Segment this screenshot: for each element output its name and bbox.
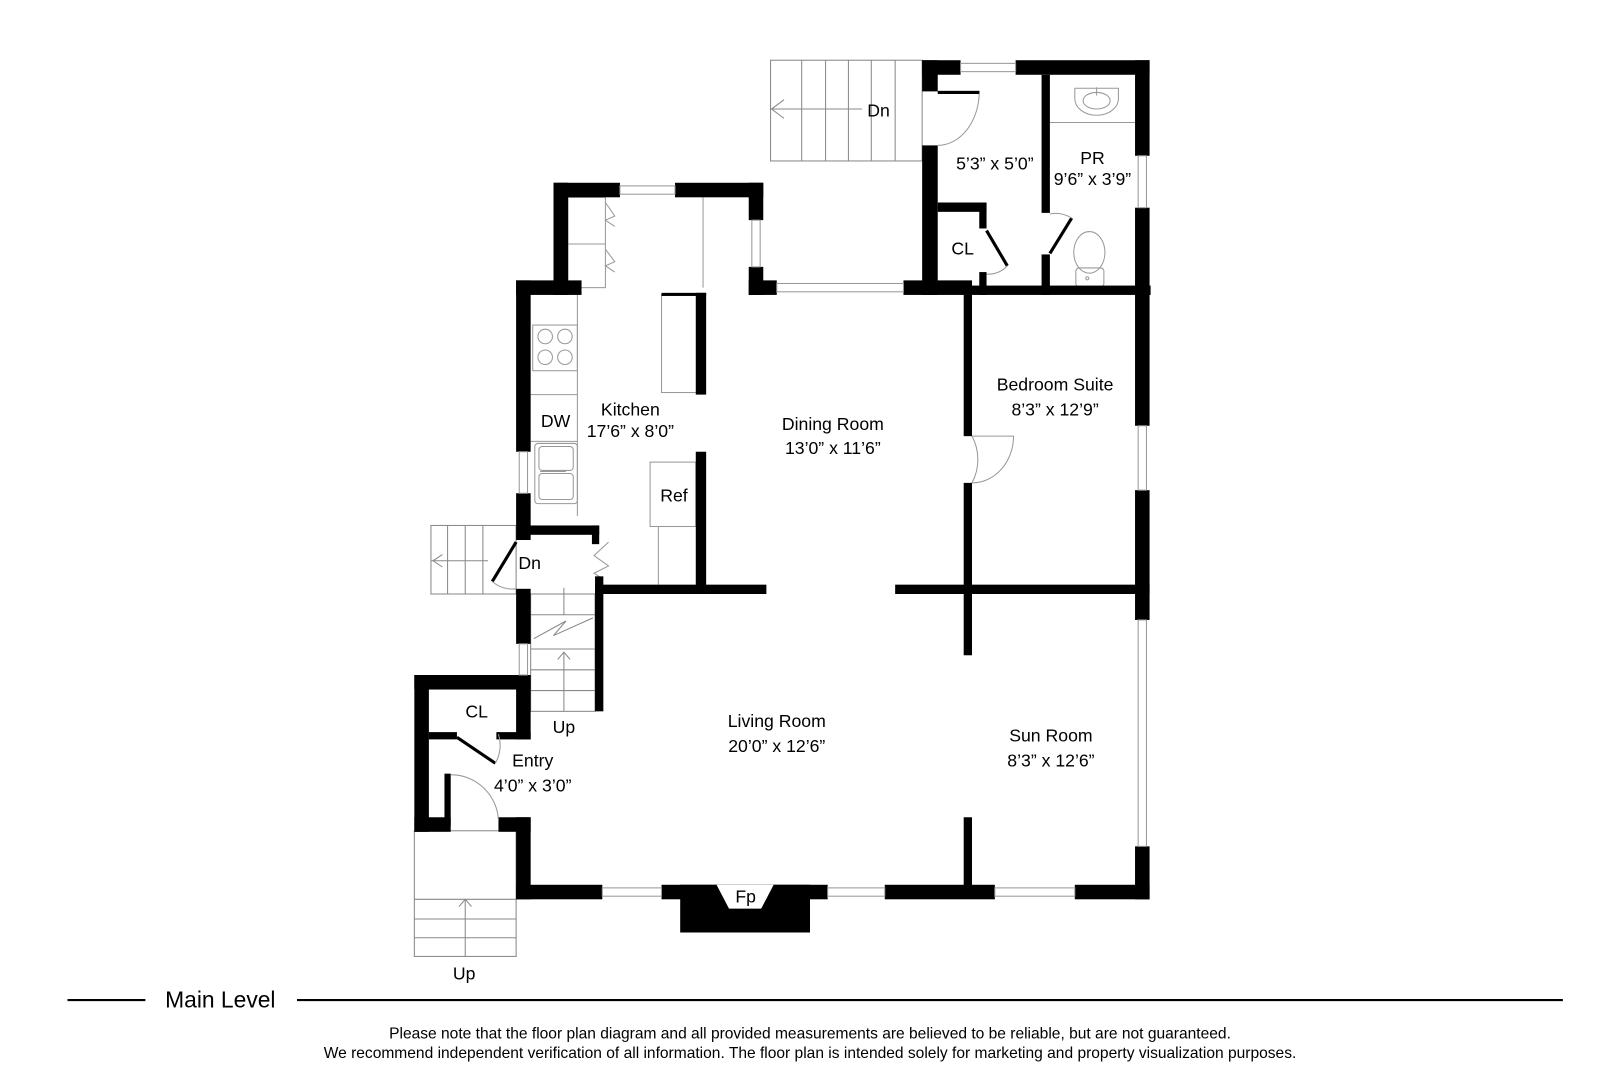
sun-room-size: 8’3” x 12’6”	[1007, 750, 1094, 770]
sink-icon	[534, 442, 578, 505]
rear-stairs-label: Dn	[867, 100, 890, 120]
kitchen-label: Kitchen	[601, 399, 660, 419]
dishwasher-label: DW	[541, 411, 571, 431]
dining-room-size: 13’0” x 11’6”	[785, 438, 881, 458]
bedroom-suite-label: Bedroom Suite	[997, 374, 1114, 394]
powder-room-label: PR	[1080, 148, 1105, 168]
bifold-door-icon	[592, 541, 610, 579]
rear-stairs	[770, 59, 923, 162]
refrigerator-icon	[649, 461, 697, 585]
front-stairs-label: Up	[453, 963, 476, 983]
fireplace-label: Fp	[735, 886, 756, 906]
interior-stairs	[530, 587, 596, 712]
living-room-size: 20’0” x 12’6”	[728, 736, 825, 756]
bathroom-fixtures	[1049, 87, 1136, 124]
foyer-size: 5’3” x 5’0”	[956, 153, 1034, 173]
entry-size: 4’0” x 3’0”	[494, 775, 572, 795]
disclaimer-line-2: We recommend independent verification of…	[324, 1045, 1297, 1062]
powder-room-size: 9’6” x 3’9”	[1054, 169, 1132, 189]
fireplace-hearth	[716, 884, 774, 909]
windows	[518, 62, 1147, 897]
toilet-icon	[1073, 231, 1106, 288]
front-stairs	[413, 830, 517, 957]
kitchen-size: 17’6” x 8’0”	[587, 421, 674, 441]
living-room-label: Living Room	[728, 711, 826, 731]
bedroom-suite-size: 8’3” x 12’9”	[1011, 399, 1098, 419]
level-title: Main Level	[165, 986, 275, 1012]
refrigerator-label: Ref	[660, 486, 688, 506]
closet-label: CL	[951, 238, 974, 258]
side-stairs-label: Dn	[518, 553, 541, 573]
interior-stairs-label: Up	[553, 717, 576, 737]
entry-label: Entry	[512, 750, 553, 770]
entry-closet-label: CL	[465, 702, 488, 722]
side-stairs	[430, 524, 517, 595]
stove-icon	[532, 324, 578, 372]
dining-room-label: Dining Room	[782, 414, 884, 434]
sun-room-label: Sun Room	[1009, 725, 1092, 745]
doors	[450, 90, 1074, 821]
walls	[414, 60, 1151, 933]
disclaimer-line-1: Please note that the floor plan diagram …	[389, 1025, 1231, 1042]
